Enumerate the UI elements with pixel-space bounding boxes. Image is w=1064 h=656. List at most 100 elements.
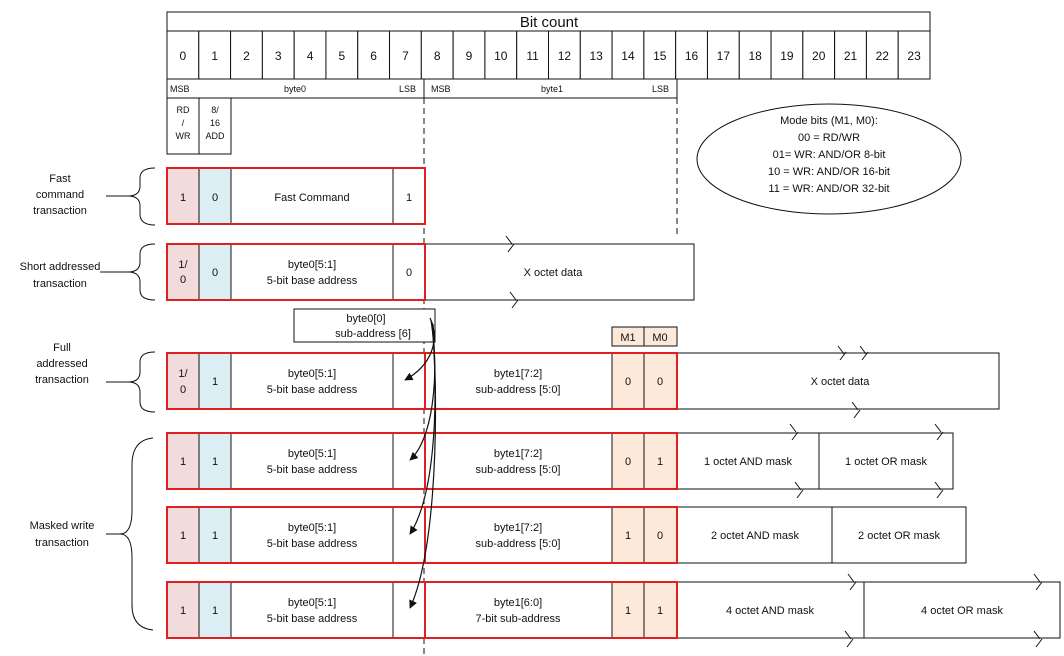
- bit-cell: [675, 30, 708, 80]
- svg-text:00 = RD/WR: 00 = RD/WR: [798, 132, 860, 144]
- svg-text:sub-address [5:0]: sub-address [5:0]: [476, 384, 561, 396]
- bit-cell: [611, 30, 645, 80]
- svg-text:0: 0: [406, 267, 412, 279]
- svg-text:command: command: [36, 189, 84, 201]
- svg-text:5-bit base address: 5-bit base address: [267, 275, 358, 287]
- bit-index-label: 4: [307, 49, 314, 63]
- svg-text:byte1[6:0]: byte1[6:0]: [494, 597, 542, 609]
- bit-index-label: 11: [526, 49, 539, 63]
- svg-text:4 octet AND mask: 4 octet AND mask: [726, 605, 815, 617]
- bit-index-label: 6: [370, 49, 377, 63]
- bit-index-label: 12: [558, 49, 572, 63]
- svg-text:X octet data: X octet data: [524, 267, 584, 279]
- svg-text:transaction: transaction: [33, 205, 87, 217]
- byte1-label: byte1: [541, 84, 563, 94]
- svg-text:Mode bits (M1, M0):: Mode bits (M1, M0):: [780, 115, 878, 127]
- break-mark: [794, 481, 944, 499]
- bit-index-label: 23: [907, 49, 921, 63]
- svg-text:byte1[7:2]: byte1[7:2]: [494, 368, 542, 380]
- break-mark: [844, 630, 1043, 648]
- bit-cell: [516, 30, 550, 80]
- bit-cell: [389, 30, 422, 80]
- byte0-lsb-label: LSB: [399, 84, 416, 94]
- masked-write-8bit-row: 1 1 byte0[5:1] 5-bit base address byte1[…: [166, 423, 954, 499]
- svg-text:1: 1: [625, 530, 631, 542]
- bit-index-label: 2: [243, 49, 250, 63]
- fast-command-label: Fast command transaction: [33, 173, 87, 217]
- bit-cell: [230, 30, 263, 80]
- full-addressed-brace: [127, 351, 156, 413]
- svg-text:byte0[5:1]: byte0[5:1]: [288, 368, 336, 380]
- byte0-label: byte0: [284, 84, 306, 94]
- bit-index-label: 15: [653, 49, 667, 63]
- svg-text:1: 1: [406, 192, 412, 204]
- break-mark: [789, 423, 944, 441]
- break-mark: [505, 235, 515, 253]
- svg-text:1: 1: [625, 605, 631, 617]
- masked-write-brace: [119, 437, 154, 631]
- bit-cell: [293, 30, 327, 80]
- sub-address-callout: [293, 308, 436, 343]
- sub-address-arrows: [404, 317, 437, 609]
- bit-cell: [865, 30, 899, 80]
- svg-text:5-bit base address: 5-bit base address: [267, 384, 358, 396]
- svg-text:byte0[5:1]: byte0[5:1]: [288, 259, 336, 271]
- svg-text:M1: M1: [620, 332, 635, 344]
- svg-text:byte1[7:2]: byte1[7:2]: [494, 522, 542, 534]
- byte1-msb-label: MSB: [431, 84, 451, 94]
- bit-index-label: 19: [780, 49, 794, 63]
- svg-text:2 octet OR mask: 2 octet OR mask: [858, 530, 940, 542]
- bit-index-label: 8: [434, 49, 441, 63]
- byte1-lsb-label: LSB: [652, 84, 669, 94]
- byte0-frame: [166, 167, 426, 225]
- bit-cell: [484, 30, 518, 80]
- svg-text:M0: M0: [652, 332, 667, 344]
- break-mark: [851, 401, 861, 419]
- svg-text:transaction: transaction: [33, 278, 87, 290]
- bit-cell: [706, 30, 740, 80]
- bit-index-label: 3: [275, 49, 282, 63]
- svg-text:0: 0: [625, 376, 631, 388]
- svg-text:Fast Command: Fast Command: [274, 192, 349, 204]
- svg-text:Masked write: Masked write: [30, 520, 95, 532]
- byte0-frame: [166, 243, 426, 301]
- svg-text:sub-address [5:0]: sub-address [5:0]: [476, 538, 561, 550]
- bit-index-label: 13: [590, 49, 604, 63]
- svg-text:1: 1: [180, 530, 186, 542]
- bit-cell: [357, 30, 391, 80]
- svg-text:X octet data: X octet data: [811, 376, 871, 388]
- svg-text:1: 1: [212, 376, 218, 388]
- break-mark: [847, 573, 1043, 591]
- svg-text:1: 1: [180, 605, 186, 617]
- svg-text:5-bit base address: 5-bit base address: [267, 464, 358, 476]
- m0-header: [643, 326, 678, 347]
- bit-index-label: 10: [494, 49, 508, 63]
- short-addressed-row: 1/ 0 0 byte0[5:1] 5-bit base address 0 X…: [166, 235, 695, 309]
- svg-text:byte0[0]: byte0[0]: [346, 313, 385, 325]
- svg-text:7-bit sub-address: 7-bit sub-address: [476, 613, 561, 625]
- byte0-msb-label: MSB: [170, 84, 190, 94]
- svg-text:Short addressed: Short addressed: [20, 261, 101, 273]
- bit-cell: [548, 30, 581, 80]
- bit-index-label: 16: [685, 49, 699, 63]
- svg-text:8/: 8/: [211, 105, 219, 115]
- bit-cell: [198, 30, 232, 80]
- bit-index-label: 21: [844, 49, 858, 63]
- bit-index-label: 14: [621, 49, 635, 63]
- full-addressed-row: 1/ 0 1 byte0[5:1] 5-bit base address byt…: [166, 345, 1000, 419]
- svg-text:10 = WR: AND/OR 16-bit: 10 = WR: AND/OR 16-bit: [768, 166, 890, 178]
- svg-text:1: 1: [180, 456, 186, 468]
- bit-cell: [643, 30, 677, 80]
- masked-write-label: Masked write transaction: [30, 520, 95, 549]
- svg-text:1: 1: [212, 605, 218, 617]
- svg-text:01= WR: AND/OR 8-bit: 01= WR: AND/OR 8-bit: [773, 149, 886, 161]
- mode-bits-note: [696, 103, 962, 215]
- masked-write-32bit-row: 1 1 byte0[5:1] 5-bit base address byte1[…: [166, 573, 1061, 648]
- bit-index-label: 5: [339, 49, 346, 63]
- svg-text:1: 1: [212, 530, 218, 542]
- bit-cell: [452, 30, 486, 80]
- svg-text:/: /: [182, 118, 185, 128]
- bit-cell: [770, 30, 804, 80]
- svg-text:sub-address [5:0]: sub-address [5:0]: [476, 464, 561, 476]
